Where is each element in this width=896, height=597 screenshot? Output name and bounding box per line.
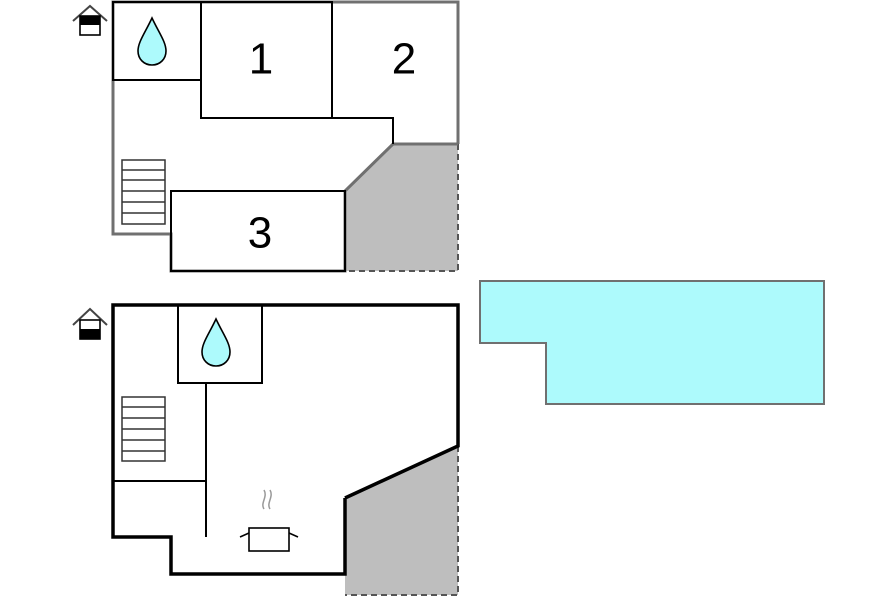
upper-room-3 xyxy=(170,190,346,272)
upper-terrace-dashed-edge xyxy=(345,144,459,272)
room-2-label: 2 xyxy=(392,35,416,84)
room-3-label: 3 xyxy=(248,209,272,258)
ground-terrace xyxy=(345,446,458,595)
upper-room-2 xyxy=(331,2,394,144)
bathroom-water-drop-icon xyxy=(137,16,167,66)
upper-floor-plan: 1 2 3 xyxy=(72,0,460,273)
floor-level-ground-icon xyxy=(72,307,108,340)
staircase-icon xyxy=(121,159,166,225)
ground-floor-plan xyxy=(72,303,460,596)
bathroom-water-drop-icon xyxy=(201,317,231,367)
staircase-icon xyxy=(121,396,166,462)
ground-terrace-dashed-edge xyxy=(345,446,459,596)
room-1-label: 1 xyxy=(249,35,273,84)
upper-terrace xyxy=(345,144,458,271)
ground-bathroom xyxy=(177,304,263,384)
swimming-pool-shape xyxy=(479,280,825,405)
floor-level-upper-icon xyxy=(72,4,108,36)
kitchen-pot-icon xyxy=(239,489,299,552)
ground-outer-wall xyxy=(111,303,460,576)
